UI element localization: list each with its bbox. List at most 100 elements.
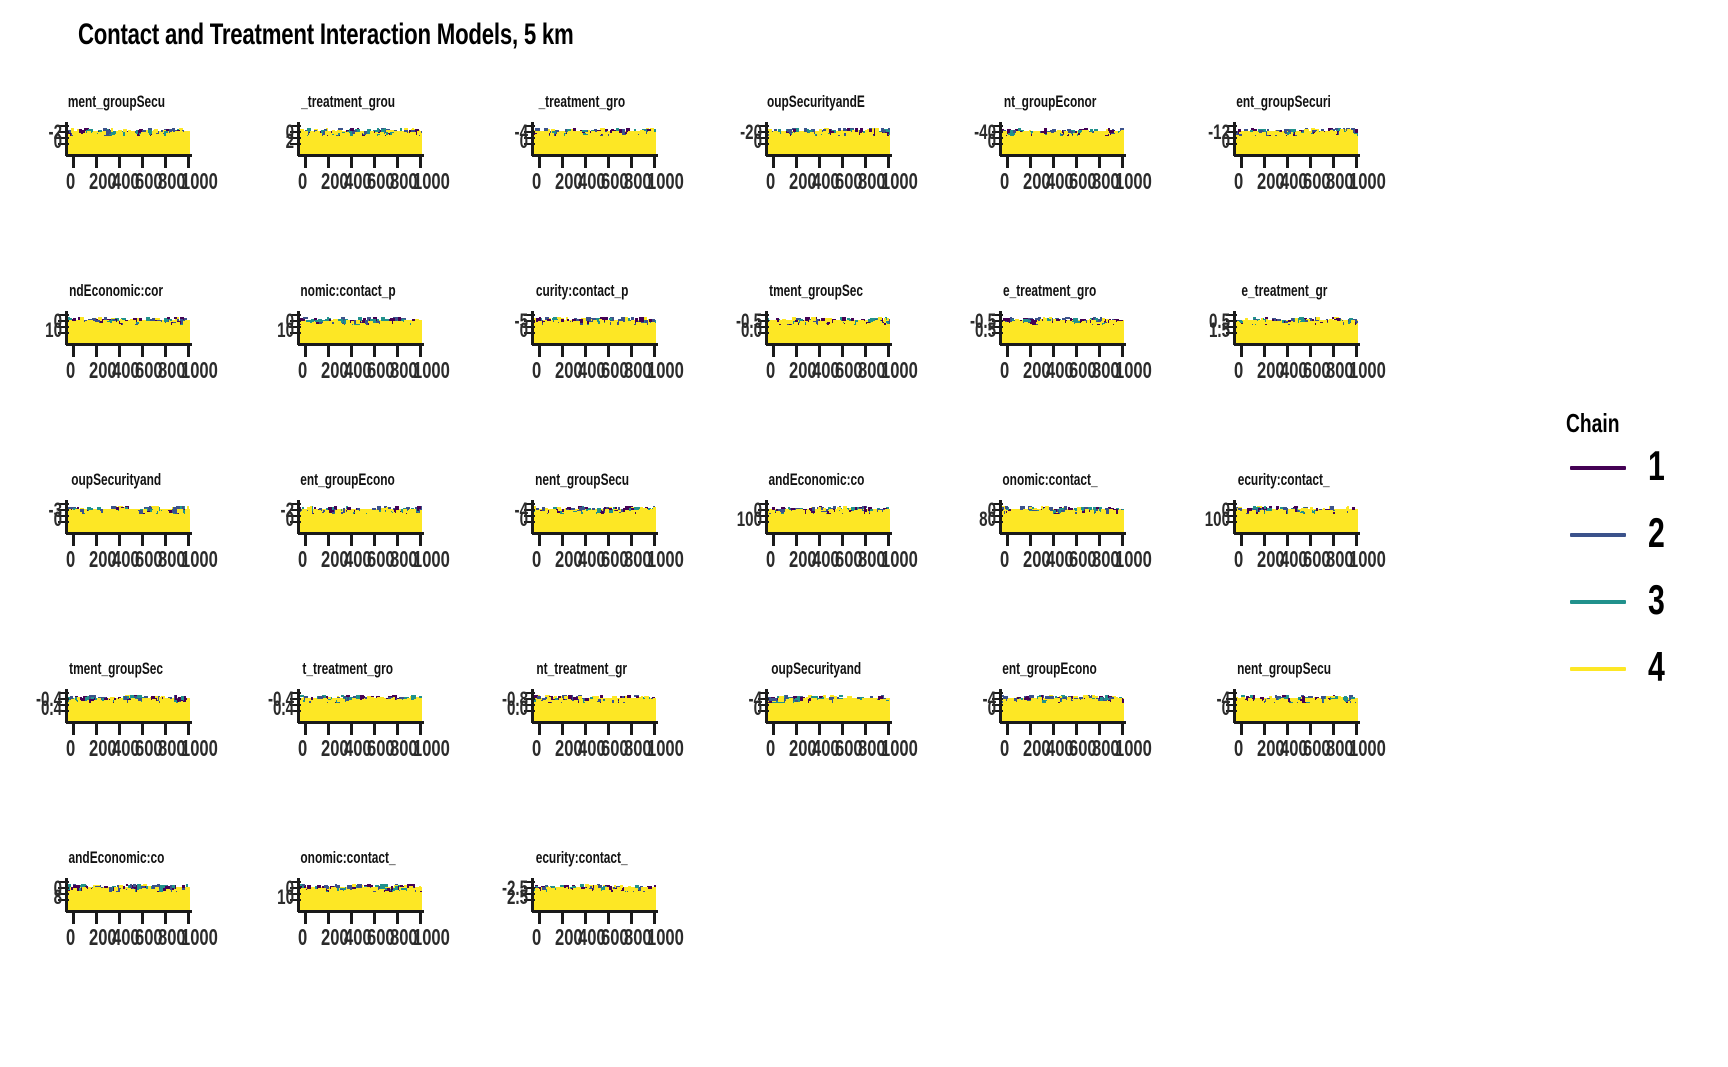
x-axis-tick — [1309, 346, 1312, 357]
trace-plot-area[interactable] — [66, 689, 190, 721]
chain-4-sample — [1348, 324, 1353, 325]
chain-4-sample — [545, 321, 550, 325]
x-tick-label: 1000 — [413, 357, 450, 383]
trace-plot-area[interactable] — [298, 689, 422, 721]
chain-4-sample — [148, 511, 153, 514]
x-axis-line — [66, 154, 192, 168]
trace-plot-area[interactable] — [1234, 122, 1358, 154]
trace-plot-area[interactable] — [1234, 311, 1358, 343]
trace-plot-area[interactable] — [532, 689, 656, 721]
chain-4-sample — [1241, 132, 1246, 136]
trace-plot-area[interactable] — [298, 122, 422, 154]
trace-plot-area[interactable] — [1234, 500, 1358, 532]
chain-4-sample — [581, 135, 586, 136]
trace-plot-area[interactable] — [66, 311, 190, 343]
chain-4-sample — [175, 323, 180, 325]
chain-4-sample — [566, 323, 571, 325]
chain-4-sample — [1027, 132, 1032, 136]
chain-trace-noise — [766, 500, 890, 514]
chain-4-sample — [412, 128, 415, 131]
chain-4-sample — [398, 700, 403, 703]
trace-plot-area[interactable] — [532, 500, 656, 532]
trace-plot-area[interactable] — [766, 122, 890, 154]
trace-plot-area[interactable] — [532, 311, 656, 343]
chain-3-sample — [399, 128, 403, 132]
chain-4-sample — [1002, 323, 1007, 325]
chain-4-sample — [839, 131, 844, 136]
chain-4-sample — [83, 132, 88, 136]
chain-trace-noise — [532, 500, 656, 514]
trace-plot-area[interactable] — [1000, 500, 1124, 532]
x-axis-tick — [1075, 157, 1078, 168]
trace-plot-area[interactable] — [1000, 122, 1124, 154]
trace-plot-area[interactable] — [766, 311, 890, 343]
chain-4-sample — [134, 510, 139, 514]
chain-4-sample — [872, 128, 875, 132]
chain-4-sample — [1239, 323, 1244, 325]
chain-4-sample — [836, 321, 841, 325]
chain-3-sample — [177, 128, 180, 132]
x-axis-tick — [373, 346, 376, 357]
chain-4-sample — [313, 699, 318, 703]
chain-2-sample — [303, 317, 308, 320]
chain-4-sample — [93, 134, 98, 136]
chain-3-sample — [304, 134, 309, 136]
y-axis-rule — [297, 500, 300, 534]
x-tick-label: 200 — [555, 168, 583, 194]
trace-plot-area[interactable] — [66, 500, 190, 532]
panel-title-text: ndEconomic:cor — [69, 281, 163, 300]
chain-4-sample — [1060, 320, 1065, 325]
chain-4-sample — [1271, 512, 1276, 514]
chain-4-sample — [79, 133, 84, 136]
chain-4-sample — [587, 130, 591, 133]
chain-4-sample — [1069, 322, 1074, 325]
chain-4-sample — [628, 131, 633, 136]
chain-2-sample — [1010, 317, 1013, 323]
x-tick-label: 0 — [298, 735, 308, 761]
trace-plot-area[interactable] — [532, 122, 656, 154]
chain-4-sample — [157, 512, 162, 514]
trace-plot-area[interactable] — [298, 311, 422, 343]
x-axis-tick — [818, 157, 821, 168]
chain-3-sample — [581, 133, 586, 136]
chain-2-sample — [103, 128, 108, 132]
chain-4-sample — [855, 510, 860, 514]
chain-4-sample — [877, 509, 882, 514]
x-tick-label: 0 — [532, 168, 542, 194]
trace-plot-area[interactable] — [1000, 311, 1124, 343]
x-axis-tick — [350, 346, 353, 357]
trace-plot-area[interactable] — [766, 500, 890, 532]
chain-4-sample — [1330, 322, 1335, 325]
trace-plot-area[interactable] — [66, 122, 190, 154]
chain-4-sample — [129, 702, 134, 703]
chain-4-sample — [377, 135, 382, 136]
trace-plot-area[interactable] — [298, 500, 422, 532]
